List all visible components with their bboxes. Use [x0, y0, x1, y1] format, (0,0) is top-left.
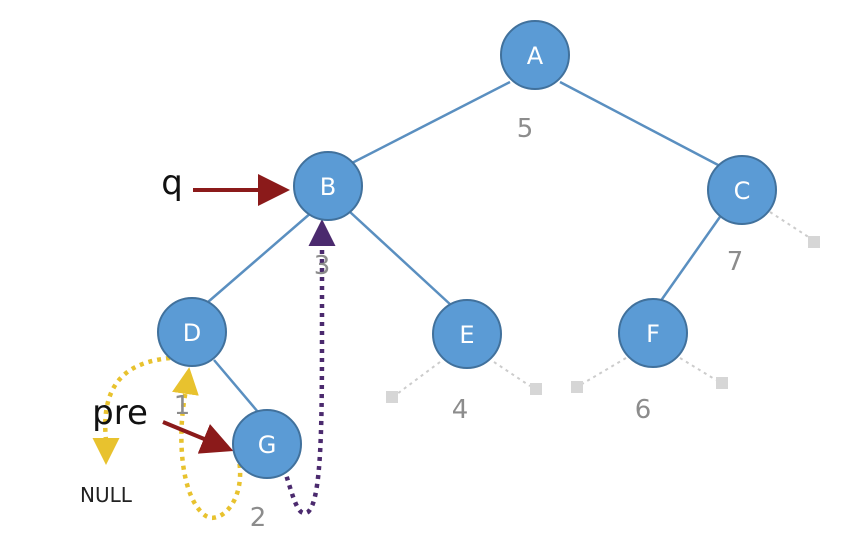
pre-pointer-label: pre: [92, 393, 148, 433]
null-square-f-left: [571, 381, 583, 393]
null-child-squares: [386, 236, 820, 403]
stub-c-right: [769, 211, 811, 239]
node-g-label: G: [258, 431, 277, 459]
tree-node-a: A: [500, 20, 570, 90]
tree-node-b: B: [293, 151, 363, 221]
edge-d-g: [213, 359, 259, 413]
node-c-label: C: [734, 177, 751, 205]
order-number-g: 2: [250, 503, 267, 533]
node-f-label: F: [646, 320, 660, 348]
edge-c-f: [658, 213, 724, 303]
null-square-c-right: [808, 236, 820, 248]
null-label: NULL: [80, 483, 133, 507]
edge-b-d: [207, 211, 313, 303]
node-e-label: E: [459, 321, 474, 349]
tree-node-c: C: [707, 155, 777, 225]
node-a-label: A: [527, 42, 544, 70]
stub-e-right: [493, 361, 531, 387]
edge-b-e: [349, 211, 453, 307]
tree-node-f: F: [618, 298, 688, 368]
order-number-e: 4: [452, 395, 469, 425]
order-number-b: 3: [314, 251, 331, 281]
node-d-label: D: [183, 319, 201, 347]
order-number-f: 6: [635, 395, 652, 425]
thread-g-to-d: [172, 367, 243, 520]
stub-f-left: [581, 357, 627, 385]
stub-f-right: [679, 357, 717, 381]
stub-e-left: [396, 361, 441, 395]
node-b-label: B: [320, 173, 336, 201]
order-number-a: 5: [517, 114, 534, 144]
tree-node-e: E: [432, 299, 502, 369]
edge-a-c: [559, 80, 721, 168]
q-pointer-label: q: [161, 163, 183, 203]
null-square-e-left: [386, 391, 398, 403]
thread-g-to-b: [281, 219, 336, 516]
pre-pointer-arrow: [162, 420, 234, 454]
null-square-f-right: [716, 377, 728, 389]
null-square-e-right: [530, 383, 542, 395]
edge-a-b: [349, 80, 511, 166]
tree-node-g: G: [232, 409, 302, 479]
order-number-c: 7: [727, 247, 744, 277]
tree-edges: [207, 80, 724, 413]
null-child-stubs: [396, 211, 811, 395]
order-number-d: 1: [174, 391, 191, 421]
tree-node-d: D: [157, 297, 227, 367]
